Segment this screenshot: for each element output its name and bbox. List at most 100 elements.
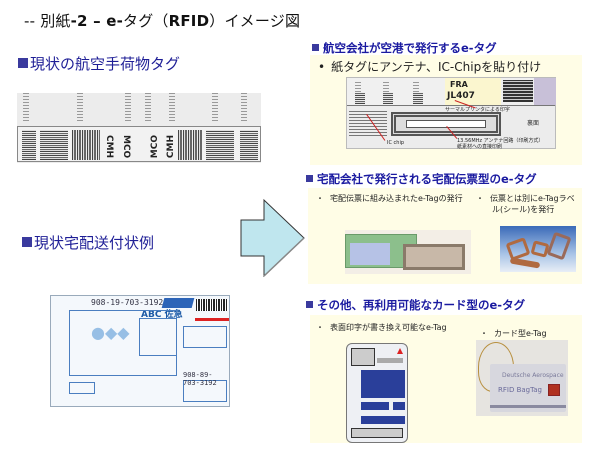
airport-code: MCO — [121, 135, 131, 159]
tag-fine-print — [77, 93, 83, 121]
barcode — [355, 92, 365, 104]
square-bullet-icon — [312, 44, 319, 51]
barcode — [383, 92, 393, 104]
bullet-text: 紙タグにアンテナ、IC-Chipを貼り付け — [331, 60, 542, 74]
slip-stamp: ●◆◆ — [91, 323, 130, 342]
bullet-dot-icon: ・ — [316, 194, 324, 203]
bullet-dot-icon: ・ — [480, 329, 488, 338]
print-area — [445, 78, 501, 105]
airport-code: MCO — [150, 135, 160, 159]
card-title-text: RFID BagTag — [498, 386, 542, 394]
slip-red-notice — [195, 318, 229, 321]
card-header-bar — [377, 358, 403, 363]
card-photo-box — [351, 348, 375, 366]
card-brand-text: Deutsche Aerospace — [502, 372, 564, 379]
tracking-number: 908-19-703-3192 — [91, 298, 164, 307]
delivery-slip-etag-image — [345, 230, 471, 274]
heading-current-delivery-slip: 現状宅配送付状例 — [22, 232, 154, 253]
barcode — [22, 130, 36, 160]
barcode — [240, 130, 258, 160]
card-display-area — [393, 402, 405, 410]
bullet-separate-label: ・伝票とは別にe-Tagラベ — [476, 193, 575, 204]
bullet-dot-icon: • — [318, 60, 326, 74]
heading-text: 現状宅配送付状例 — [34, 234, 155, 252]
label-sticker — [546, 231, 572, 261]
heading-airline-etag: 航空会社が空港で発行するe-タグ — [312, 40, 497, 56]
tag-fine-print — [145, 93, 151, 121]
heading-text: 現状の航空手荷物タグ — [30, 55, 181, 73]
title-num: -2 – e- — [70, 12, 123, 30]
tag-top-section: FRA JL407 — [347, 78, 556, 106]
label-antenna-line2: 紙素材への直接印刷 — [457, 144, 503, 150]
barcode — [206, 130, 234, 160]
bullet-text: 宅配伝票に組み込まれたe-Tagの発行 — [330, 194, 463, 203]
title-prefix: -- 別紙 — [24, 12, 71, 30]
rewritable-etag-image — [346, 343, 408, 443]
airport-code: CMH — [166, 135, 176, 159]
rfid-chip-icon — [548, 384, 560, 396]
courier-name: ABC 佐急 — [141, 310, 183, 320]
card-display-area — [361, 402, 389, 410]
heading-text: その他、再利用可能なカード型のe-タグ — [317, 298, 526, 312]
card-stripe — [490, 405, 566, 408]
tag-fine-print — [413, 80, 419, 92]
airport-code: CMH — [104, 135, 114, 159]
slip-blue-area — [350, 243, 390, 265]
tracking-number-2: 908-89-703-3192 — [183, 371, 217, 387]
barcode — [178, 130, 202, 160]
delivery-slip-image: 908-19-703-3192 ABC 佐急 ●◆◆ 908-89-703-31… — [50, 295, 230, 407]
title-rfid: RFID — [168, 12, 210, 30]
label-antenna-line1: 13.56MHz アンテナ回路（印刷方式） — [457, 138, 544, 144]
label-sticker — [509, 257, 541, 269]
square-bullet-icon — [306, 301, 313, 308]
heading-current-bag-tag: 現状の航空手荷物タグ — [18, 53, 180, 74]
bullet-delivery-slip-etag: ・宅配伝票に組み込まれたe-Tagの発行 — [316, 193, 463, 204]
warning-icon — [397, 348, 403, 354]
slip-barcode — [196, 299, 228, 311]
etag-label-photo — [500, 226, 576, 272]
bullet-text: ル(シール)を発行 — [492, 205, 555, 214]
bag-tag-image: CMH MCO MCO CMH — [17, 93, 261, 163]
card-display-area — [361, 416, 405, 424]
heading-delivery-etag: 宅配会社で発行される宅配伝票型のe-タグ — [306, 171, 537, 187]
right-arrow-icon — [240, 198, 305, 278]
tag-fine-print — [169, 93, 175, 121]
page-title: -- 別紙-2 – e-タグ（RFID）イメージ図 — [24, 10, 300, 31]
tag-fine-print — [23, 93, 29, 121]
destination-code: FRA — [450, 80, 468, 89]
bullet-dot-icon: ・ — [316, 323, 324, 332]
label-sticker — [530, 240, 550, 258]
bag-tag-strip: CMH MCO MCO CMH — [17, 126, 261, 162]
slip-info-box — [183, 326, 227, 348]
label-back-side: 裏面 — [527, 120, 540, 127]
label-ic-chip: IC chip — [387, 140, 405, 146]
slip-info-box — [183, 380, 227, 402]
square-bullet-icon — [306, 175, 313, 182]
square-bullet-icon — [18, 58, 28, 68]
heading-text: 宅配会社で発行される宅配伝票型のe-タグ — [317, 172, 537, 186]
barcode — [413, 92, 423, 104]
barcode — [72, 130, 100, 160]
label-sticker — [505, 237, 531, 261]
antenna-coil — [391, 112, 501, 136]
bullet-rewritable-etag: ・表面印字が書き換え可能なe-Tag — [316, 322, 447, 333]
tag-fine-print — [355, 80, 361, 92]
tag-fine-print — [383, 80, 389, 92]
heading-text: 航空会社が空港で発行するe-タグ — [323, 41, 497, 55]
tag-fine-print — [125, 93, 131, 121]
slip-small-box — [69, 382, 95, 394]
bullet-dot-icon: ・ — [476, 194, 484, 203]
bullet-card-etag: ・カード型e-Tag — [480, 328, 547, 339]
tag-fine-print — [241, 93, 247, 121]
bullet-text: 表面印字が書き換え可能なe-Tag — [330, 323, 447, 332]
airline-etag-image: FRA JL407 サーマルプリンタによる印字 裏面 IC chip 13.56… — [346, 77, 556, 150]
square-bullet-icon — [22, 237, 32, 247]
title-end: ）イメージ図 — [209, 12, 301, 30]
slip-antenna — [403, 244, 465, 270]
tag-stub — [349, 110, 387, 136]
antenna-center — [406, 120, 486, 128]
label-thermal-print: サーマルプリンタによる印字 — [445, 107, 510, 113]
card-footer-box — [351, 428, 403, 438]
bullet-separate-label-cont: ル(シール)を発行 — [492, 204, 554, 215]
heading-card-etag: その他、再利用可能なカード型のe-タグ — [306, 297, 525, 313]
